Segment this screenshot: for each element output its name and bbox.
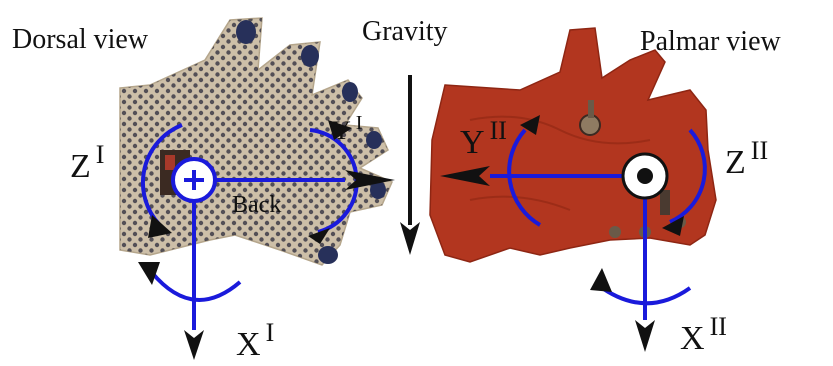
x-arrowhead-1	[184, 330, 204, 360]
gravity-arrow	[400, 75, 420, 255]
circle-dot-icon	[623, 154, 667, 198]
back-label: Back	[232, 192, 281, 219]
circle-plus-icon	[173, 159, 215, 201]
palmar-view-label: Palmar view	[640, 26, 781, 58]
x-arrowhead-2	[635, 320, 655, 352]
x-rotation-arrowhead-1	[138, 262, 160, 285]
gravity-label: Gravity	[362, 16, 448, 48]
dorsal-view-label: Dorsal view	[12, 24, 148, 56]
x-rotation-arrowhead-2	[590, 268, 612, 292]
